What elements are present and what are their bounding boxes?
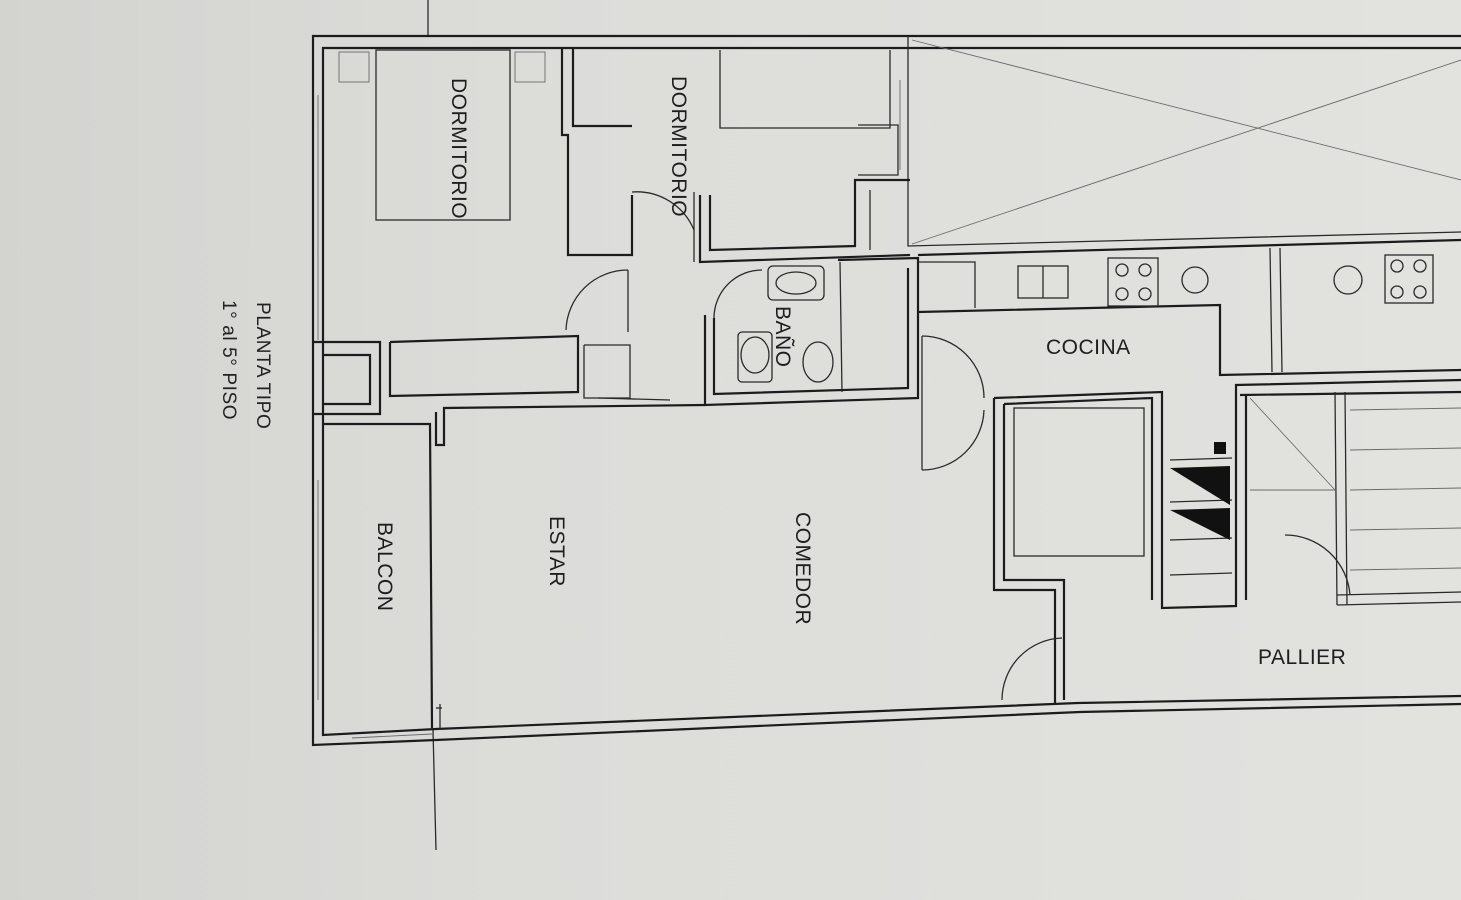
room-label-bano: BAÑO (771, 306, 795, 368)
plan-title-line-2: 1° al 5° PISO (218, 300, 239, 420)
room-label-estar: ESTAR (545, 516, 568, 587)
living-partitions (323, 403, 706, 730)
room-label-dormitorio-1: DORMITORIO (447, 78, 470, 219)
room-label-dormitorio-2: DORMITORIO (667, 76, 690, 217)
hall-doors (565, 191, 695, 401)
room-label-comedor: COMEDOR (791, 512, 814, 625)
bathroom (703, 256, 920, 407)
bedroom-1-walls (313, 48, 634, 416)
plan-title-line-1: PLANTA TIPO (252, 302, 273, 429)
room-label-balcon: BALCON (373, 522, 396, 611)
axis-line-bottom (432, 729, 437, 851)
outer-walls (311, 34, 1461, 747)
kitchen (917, 238, 1461, 471)
building-core (992, 378, 1461, 705)
left-facade-windows (317, 95, 433, 739)
bedroom-2-walls (698, 50, 911, 264)
light-well (907, 36, 1461, 247)
room-label-cocina: COCINA (1046, 336, 1131, 359)
room-label-pallier: PALLIER (1258, 646, 1346, 669)
